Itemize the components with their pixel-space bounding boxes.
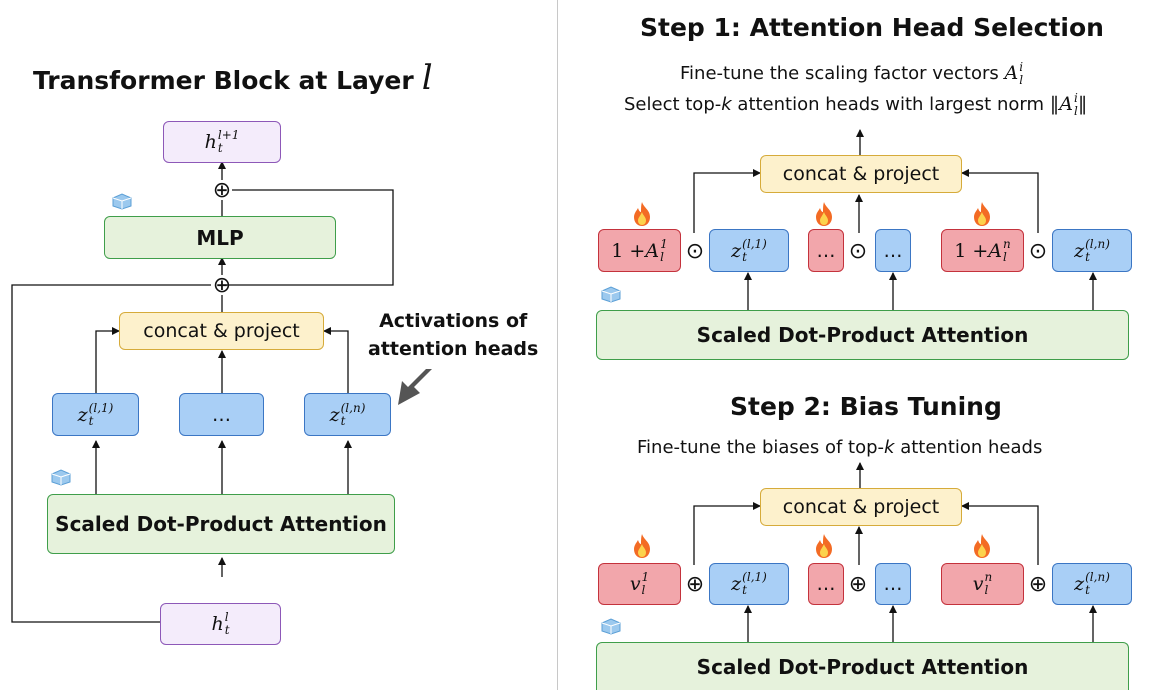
flame-icon — [974, 534, 990, 558]
flame-icon — [816, 534, 832, 558]
ice-cube-icon — [601, 618, 621, 635]
step2-head-mid-box: … — [875, 563, 911, 605]
step2-head-first-box: z(l,1)t — [709, 563, 789, 605]
step1-title: Step 1: Attention Head Selection — [640, 13, 1104, 42]
plus-op-top: ⊕ — [212, 177, 232, 203]
step1-head-first-box: z(l,1)t — [709, 229, 789, 272]
flame-icon — [634, 534, 650, 558]
step1-op-2: ⊙ — [848, 238, 868, 264]
step1-head-last-box: z(l,n)t — [1052, 229, 1132, 272]
head-last-box: z(l,n)t — [304, 393, 391, 436]
step1-head-mid-box: … — [875, 229, 911, 272]
activations-annotation: Activations of attention heads — [368, 310, 539, 360]
flame-icon — [974, 202, 990, 226]
step2-head-last-box: z(l,n)t — [1052, 563, 1132, 605]
plus-op-bottom: ⊕ — [212, 272, 232, 298]
step2-title: Step 2: Bias Tuning — [730, 392, 1002, 421]
step1-concat-box: concat & project — [760, 155, 962, 193]
ice-cube-icon — [601, 286, 621, 303]
step2-attention-box: Scaled Dot-Product Attention — [596, 642, 1129, 690]
ice-cube-icon — [112, 193, 132, 210]
step1-attention-box: Scaled Dot-Product Attention — [596, 310, 1129, 360]
step2-op-3: ⊕ — [1028, 571, 1048, 597]
step1-scale-mid-box: … — [808, 229, 844, 272]
flame-icon — [816, 202, 832, 226]
step2-concat-box: concat & project — [760, 488, 962, 526]
step1-op-3: ⊙ — [1028, 238, 1048, 264]
step2-op-2: ⊕ — [848, 571, 868, 597]
ice-cube-icon — [51, 469, 71, 486]
flame-icon — [634, 202, 650, 226]
step1-line2: Select top-k attention heads with larges… — [624, 91, 1088, 118]
head-mid-box: … — [179, 393, 264, 436]
step1-op-1: ⊙ — [685, 238, 705, 264]
step2-op-1: ⊕ — [685, 571, 705, 597]
head-first-box: z(l,1)t — [52, 393, 139, 436]
arrow-pointer-icon — [398, 369, 432, 405]
step2-line: Fine-tune the biases of top-k attention … — [637, 437, 1043, 458]
concat-project-box: concat & project — [119, 312, 324, 350]
panel-divider — [557, 0, 558, 690]
attention-box: Scaled Dot-Product Attention — [47, 494, 395, 554]
mlp-box: MLP — [104, 216, 336, 259]
step2-bias-mid-box: … — [808, 563, 844, 605]
